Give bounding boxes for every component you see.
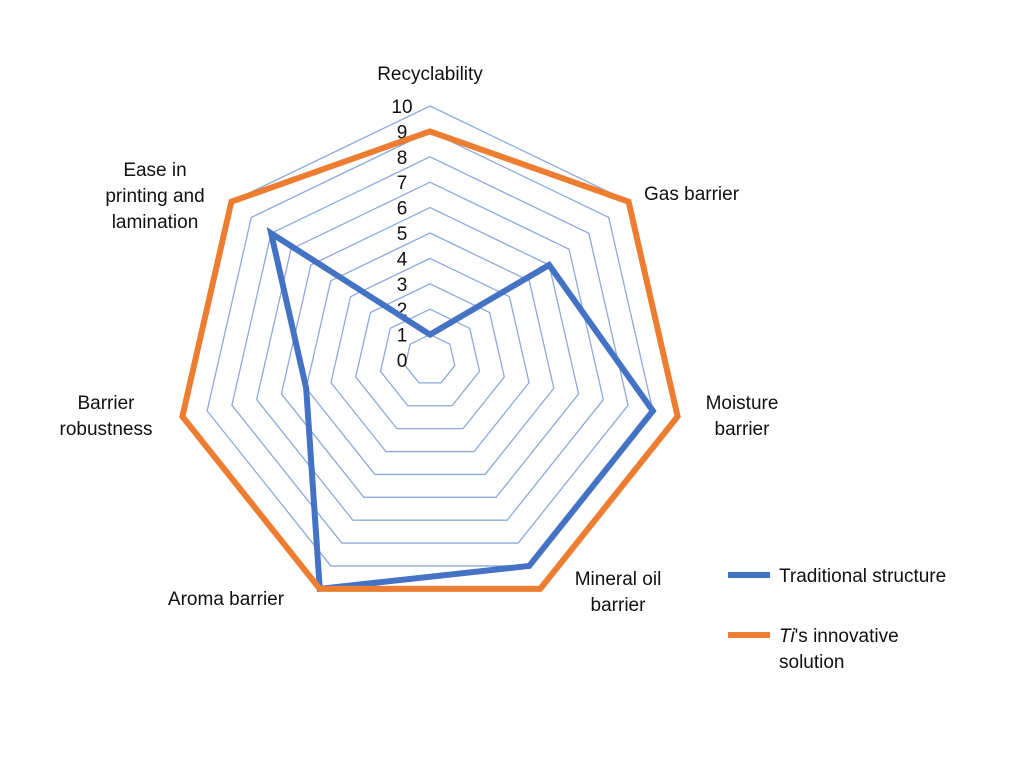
tick-label-2: 2	[397, 300, 408, 321]
grid-ring-10	[181, 105, 679, 590]
grid-ring-1	[404, 333, 456, 384]
grid-ring-2	[379, 308, 481, 407]
series-line-0	[266, 226, 657, 593]
tick-label-4: 4	[397, 249, 408, 270]
tick-label-9: 9	[397, 122, 408, 143]
radar-grid	[181, 105, 679, 590]
radar-tick-labels: 0 1 2 3 4 5 6 7 8 9 10	[391, 97, 412, 372]
tick-label-7: 7	[397, 173, 408, 194]
legend: Traditional structure Ti's innovative so…	[728, 566, 946, 673]
category-label-0: Recyclability	[377, 64, 483, 85]
grid-ring-4	[330, 257, 530, 453]
series-line-1	[179, 128, 681, 592]
tick-label-10: 10	[391, 97, 412, 118]
legend-label-innovative-italic: Ti	[779, 626, 795, 647]
tick-label-5: 5	[397, 224, 408, 245]
legend-label-innovative-line1: Ti's innovative	[779, 626, 899, 647]
category-label-1: Gas barrier	[644, 184, 740, 205]
tick-label-3: 3	[397, 275, 408, 296]
grid-ring-5	[305, 232, 555, 476]
legend-label-traditional: Traditional structure	[779, 566, 946, 587]
legend-label-innovative-rest: 's innovative	[795, 626, 899, 647]
category-label-4: Aroma barrier	[168, 589, 285, 610]
legend-label-innovative-line2: solution	[779, 652, 845, 673]
legend-item-innovative: Ti's innovative solution	[728, 626, 899, 673]
tick-label-1: 1	[397, 326, 408, 347]
tick-label-8: 8	[397, 148, 408, 169]
grid-ring-7	[255, 181, 605, 521]
grid-ring-6	[280, 206, 580, 498]
legend-item-traditional: Traditional structure	[728, 566, 946, 587]
grid-ring-8	[231, 156, 629, 544]
tick-label-6: 6	[397, 199, 408, 220]
grid-ring-3	[355, 283, 505, 430]
tick-label-0: 0	[397, 351, 408, 372]
grid-ring-9	[206, 130, 654, 567]
radar-series	[179, 128, 681, 593]
